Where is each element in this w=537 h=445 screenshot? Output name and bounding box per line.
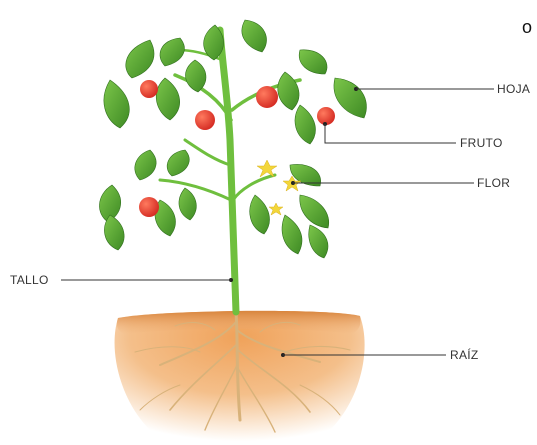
leader-line-fruto: [325, 124, 456, 143]
label-hoja: HOJA: [497, 82, 530, 96]
leaf: [160, 38, 184, 66]
leaf: [104, 80, 129, 128]
soil: [115, 311, 365, 441]
label-tallo: TALLO: [10, 273, 49, 287]
leaf: [309, 225, 328, 258]
label-flor: FLOR: [477, 176, 510, 190]
leaf: [250, 195, 270, 234]
leaf: [299, 50, 327, 74]
leaf: [334, 78, 366, 118]
tomato: [139, 197, 159, 217]
leaf: [179, 188, 196, 220]
leaf: [295, 105, 315, 144]
leaf: [300, 195, 329, 228]
corner-text: o: [522, 17, 532, 37]
leaf: [242, 20, 267, 52]
tomato: [140, 80, 158, 98]
tomato: [256, 86, 278, 108]
tomato: [195, 110, 215, 130]
leaf: [282, 215, 302, 254]
leaf: [135, 150, 156, 180]
leaf: [278, 72, 299, 110]
leaf: [156, 78, 179, 120]
label-raiz: RAÍZ: [450, 347, 479, 362]
leaf: [104, 215, 124, 250]
leaf: [126, 40, 154, 78]
label-fruto: FRUTO: [460, 136, 503, 150]
leaf: [167, 150, 189, 176]
flower: [269, 203, 283, 215]
leaf: [185, 60, 205, 92]
